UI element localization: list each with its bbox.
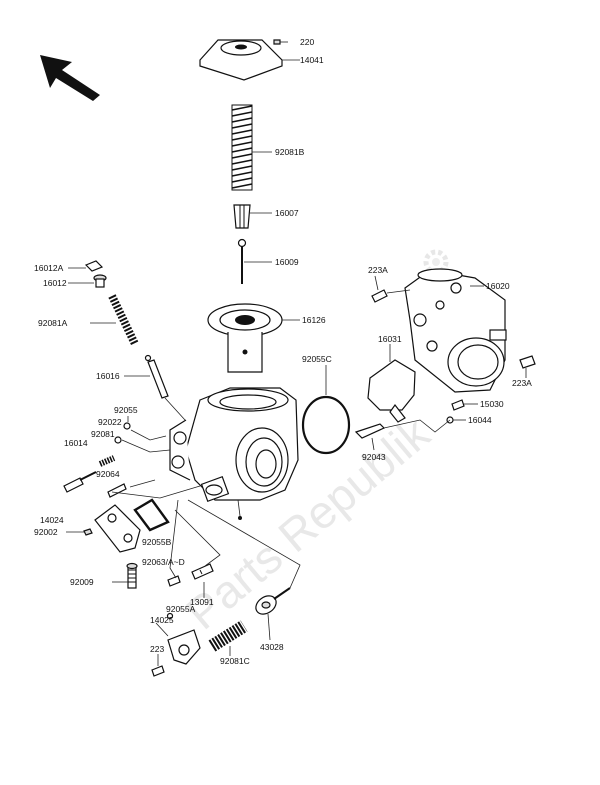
spring-92081B <box>231 104 253 191</box>
cap-16012A <box>84 260 104 272</box>
label-16020: 16020 <box>486 281 510 291</box>
tube-16016 <box>144 354 169 399</box>
screw-13091 <box>191 563 214 580</box>
oring-92055C <box>301 395 351 455</box>
carburetor-body <box>169 387 299 520</box>
screw-16014 <box>63 471 97 493</box>
spring-92081A <box>108 294 139 346</box>
screw-220 <box>273 39 288 45</box>
washer-92022 <box>114 436 122 444</box>
screw-223A-top <box>371 289 388 303</box>
label-16009: 16009 <box>275 257 299 267</box>
spring-92081 <box>98 455 116 467</box>
spring-92081C <box>208 620 248 652</box>
valve-15030 <box>451 399 465 411</box>
label-43028: 43028 <box>260 642 284 652</box>
screw-92063 <box>167 575 181 587</box>
label-15030: 15030 <box>480 399 504 409</box>
label-223: 223 <box>150 644 164 654</box>
tube-92064 <box>107 483 127 498</box>
label-92081: 92081 <box>91 429 115 439</box>
label-16012: 16012 <box>43 278 67 288</box>
cover-14024 <box>94 504 141 553</box>
label-92081B: 92081B <box>275 147 305 157</box>
label-16044: 16044 <box>468 415 492 425</box>
diaphragm-piston-16126 <box>207 303 283 373</box>
diaphragm-43028 <box>255 587 291 615</box>
label-16016: 16016 <box>96 371 120 381</box>
carburetor-body-right-16020 <box>404 268 507 393</box>
direction-arrow-icon <box>40 55 100 101</box>
label-223A-top: 223A <box>368 265 388 275</box>
label-92055A: 92055A <box>166 604 196 614</box>
label-16031: 16031 <box>378 334 402 344</box>
screw-223-bottom <box>151 665 165 677</box>
label-16014: 16014 <box>64 438 88 448</box>
label-92022: 92022 <box>98 417 122 427</box>
label-223A-right: 223A <box>512 378 532 388</box>
fitting-14025 <box>167 629 201 665</box>
label-14041: 14041 <box>300 55 324 65</box>
label-16007: 16007 <box>275 208 299 218</box>
label-92064: 92064 <box>96 469 120 479</box>
label-14025: 14025 <box>150 615 174 625</box>
float-16031 <box>367 359 416 423</box>
oring-92055 <box>123 422 131 430</box>
label-13091: 13091 <box>190 597 214 607</box>
label-220: 220 <box>300 37 314 47</box>
needle-holder-16007 <box>233 204 251 229</box>
oring-92055A <box>166 612 174 620</box>
screw-16012 <box>93 274 107 288</box>
label-16012A: 16012A <box>34 263 64 273</box>
label-92002: 92002 <box>34 527 58 537</box>
label-92055B: 92055B <box>142 537 172 547</box>
label-92055C: 92055C <box>302 354 332 364</box>
top-cover-14041 <box>199 39 283 81</box>
label-92063: 92063/A~D <box>142 557 185 567</box>
screw-92002 <box>83 528 93 536</box>
screw-223A-right <box>519 355 536 369</box>
label-92043: 92043 <box>362 452 386 462</box>
label-92055: 92055 <box>114 405 138 415</box>
label-92081C: 92081C <box>220 656 250 666</box>
label-16126: 16126 <box>302 315 326 325</box>
gasket-92055B <box>133 498 170 532</box>
jet-needle-16009 <box>237 238 247 284</box>
screw-92009 <box>126 562 138 589</box>
label-92009: 92009 <box>70 577 94 587</box>
label-92081A: 92081A <box>38 318 68 328</box>
label-14024: 14024 <box>40 515 64 525</box>
